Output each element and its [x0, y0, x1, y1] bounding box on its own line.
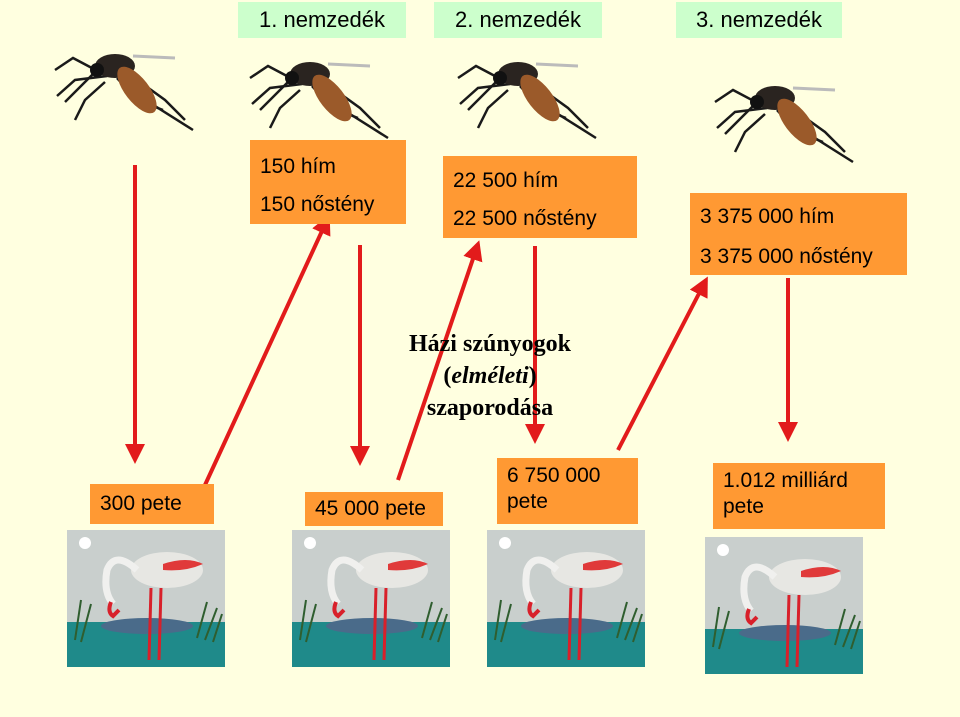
flamingo-image-3: [487, 530, 645, 667]
arrow-up-3: [616, 276, 708, 451]
egg-count: 6 750 000: [507, 464, 601, 487]
egg-count-box-2: 45 000 pete: [305, 492, 443, 526]
mosquito-icon-3: [457, 62, 597, 140]
egg-count-box-1: 300 pete: [90, 484, 214, 524]
female-count: 3 375 000 nőstény: [700, 245, 873, 268]
male-count: 3 375 000 hím: [700, 205, 835, 228]
mosquito-icon-2: [249, 62, 389, 140]
flamingo-image-1: [67, 530, 225, 667]
adult-count-box-1: 150 hím 150 nőstény: [250, 140, 406, 224]
title-line-2-italic: elméleti: [451, 363, 529, 389]
egg-count-box-4: 1.012 milliárd pete: [713, 463, 885, 529]
arrow-up-2: [396, 240, 483, 481]
title-line-1: Házi szúnyogok: [408, 331, 572, 357]
arrow-up-1: [203, 214, 331, 486]
egg-count: 1.012 milliárd: [723, 469, 848, 492]
title-line-3: szaporodása: [426, 395, 554, 421]
egg-count: 45 000 pete: [315, 497, 426, 520]
male-count: 150 hím: [260, 155, 336, 178]
egg-count: 300 pete: [100, 492, 182, 515]
male-count: 22 500 hím: [453, 169, 559, 192]
adult-count-box-2: 22 500 hím 22 500 nőstény: [443, 156, 637, 238]
title-line-2: (elméleti): [443, 363, 537, 389]
flamingo-image-2: [292, 530, 450, 667]
egg-count-box-3: 6 750 000 pete: [497, 458, 638, 524]
generation-label-1: 1. nemzedék: [238, 2, 406, 38]
flamingo-image-4: [705, 537, 863, 674]
female-count: 22 500 nőstény: [453, 207, 597, 230]
female-count: 150 nőstény: [260, 193, 375, 216]
generation-label-2: 2. nemzedék: [434, 2, 602, 38]
diagram-title: Házi szúnyogok (elméleti) szaporodása: [380, 328, 600, 424]
egg-unit: pete: [507, 490, 548, 513]
adult-count-box-3: 3 375 000 hím 3 375 000 nőstény: [690, 193, 907, 275]
mosquito-icon-1: [54, 54, 194, 132]
mosquito-icon-4: [714, 86, 854, 164]
egg-unit: pete: [723, 495, 764, 518]
generation-label-3: 3. nemzedék: [676, 2, 842, 38]
